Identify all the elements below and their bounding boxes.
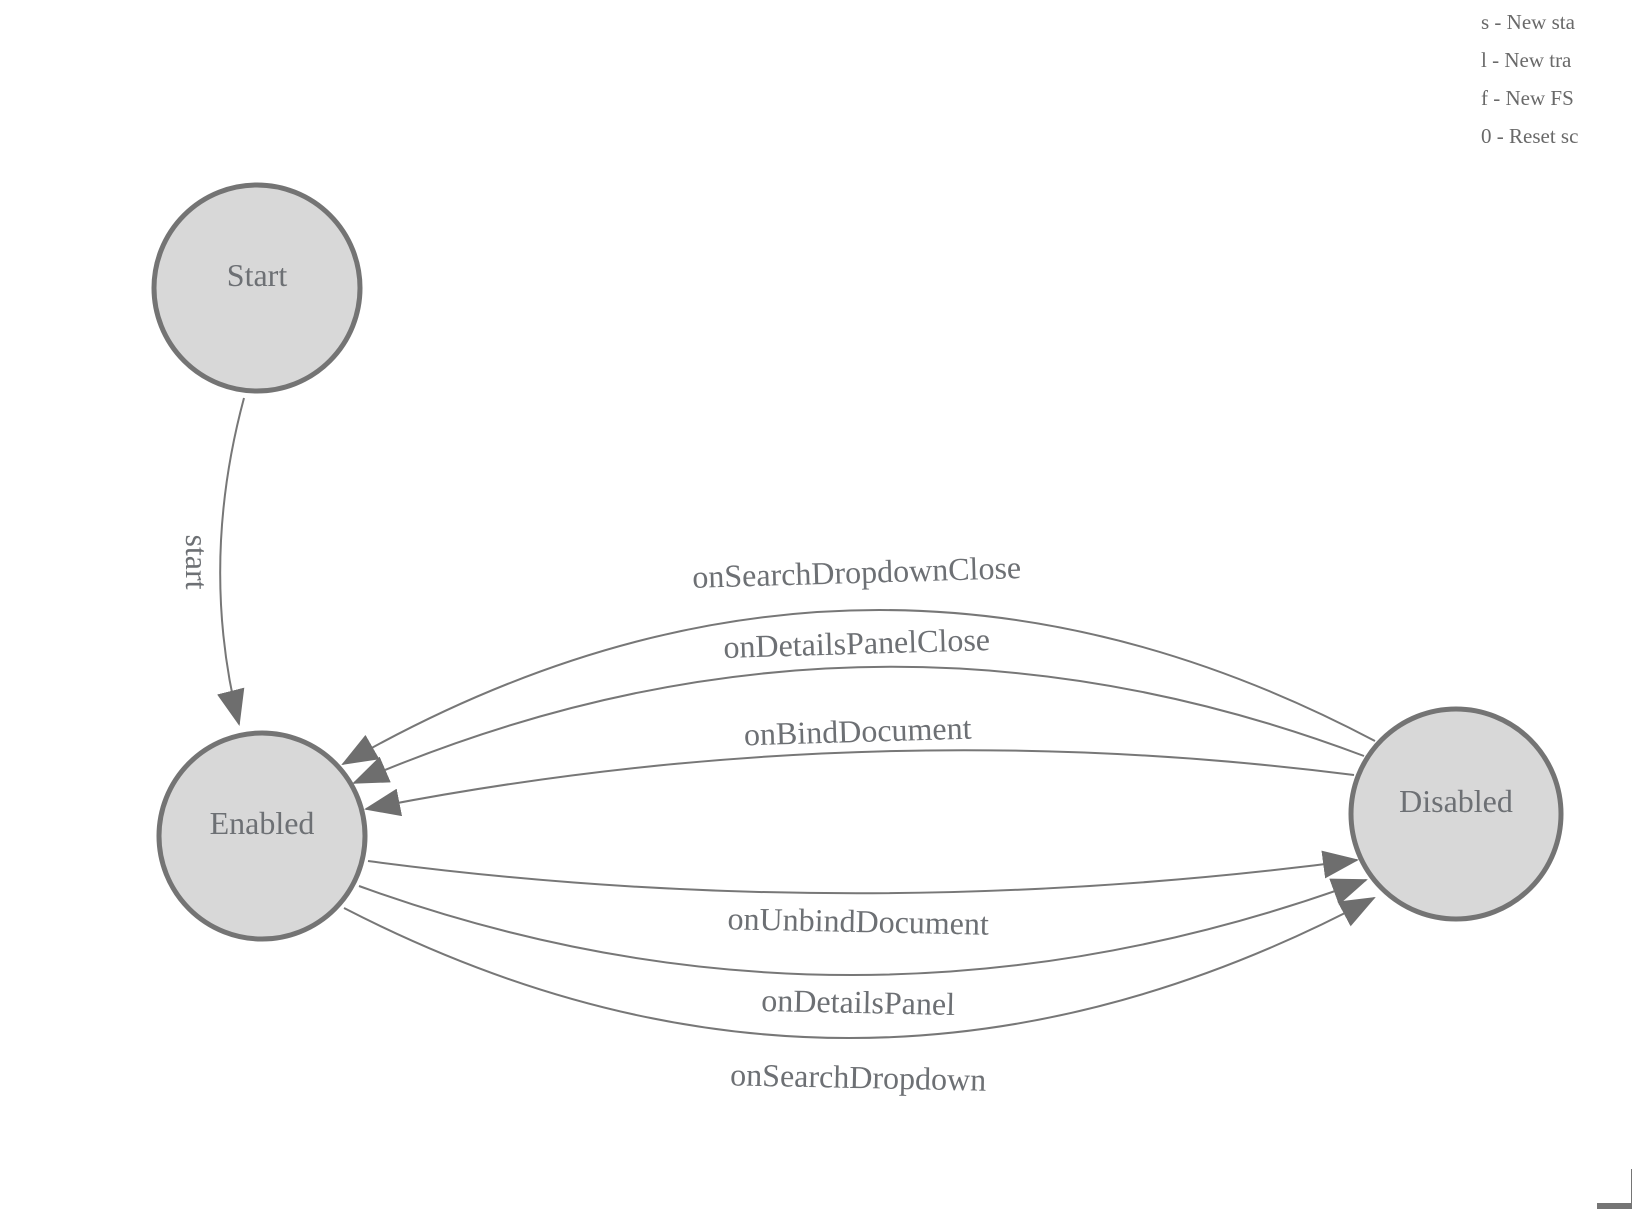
state-node-enabled: Enabled	[156, 730, 368, 942]
transition-label-onSearchDropdownClose[interactable]: onSearchDropdownClose	[692, 549, 1022, 595]
state-label-start: Start	[227, 257, 288, 293]
legend-line-reset: 0 - Reset sc	[1481, 124, 1579, 148]
state-circle-disabled[interactable]	[1348, 706, 1564, 922]
transition-label-onBindDocument[interactable]: onBindDocument	[743, 710, 972, 753]
transition-label-onUnbindDocument[interactable]: onUnbindDocument	[727, 900, 989, 941]
transition-label-onSearchDropdown[interactable]: onSearchDropdown	[730, 1056, 987, 1097]
state-node-start: Start	[151, 182, 363, 394]
transition-edge-onSearchDropdown[interactable]	[343, 897, 1376, 1039]
transition-edge-start[interactable]	[217, 397, 245, 726]
transition-edge-onDetailsPanelClose[interactable]	[352, 665, 1365, 784]
legend-line-new-transition: l - New tra	[1481, 48, 1572, 72]
transition-edge-onSearchDropdownClose[interactable]	[341, 609, 1376, 765]
state-circle-enabled[interactable]	[156, 730, 368, 942]
state-label-disabled: Disabled	[1399, 783, 1513, 819]
hotkey-legend: s - New sta l - New tra f - New FS 0 - R…	[1481, 3, 1578, 155]
state-label-enabled: Enabled	[210, 805, 315, 841]
legend-line-new-fsm: f - New FS	[1481, 86, 1574, 110]
transition-edge-onBindDocument[interactable]	[364, 749, 1355, 817]
offscreen-box-corner	[1597, 1169, 1632, 1209]
transition-label-start[interactable]: start	[179, 534, 215, 589]
transition-label-onDetailsPanelClose[interactable]: onDetailsPanelClose	[723, 621, 991, 665]
transition-edge-onDetailsPanel[interactable]	[358, 878, 1368, 977]
state-node-disabled: Disabled	[1348, 706, 1564, 922]
legend-line-new-state: s - New sta	[1481, 10, 1575, 34]
transition-label-onDetailsPanel[interactable]: onDetailsPanel	[761, 982, 956, 1022]
state-circle-start[interactable]	[151, 182, 363, 394]
transition-edge-onUnbindDocument[interactable]	[367, 850, 1359, 895]
